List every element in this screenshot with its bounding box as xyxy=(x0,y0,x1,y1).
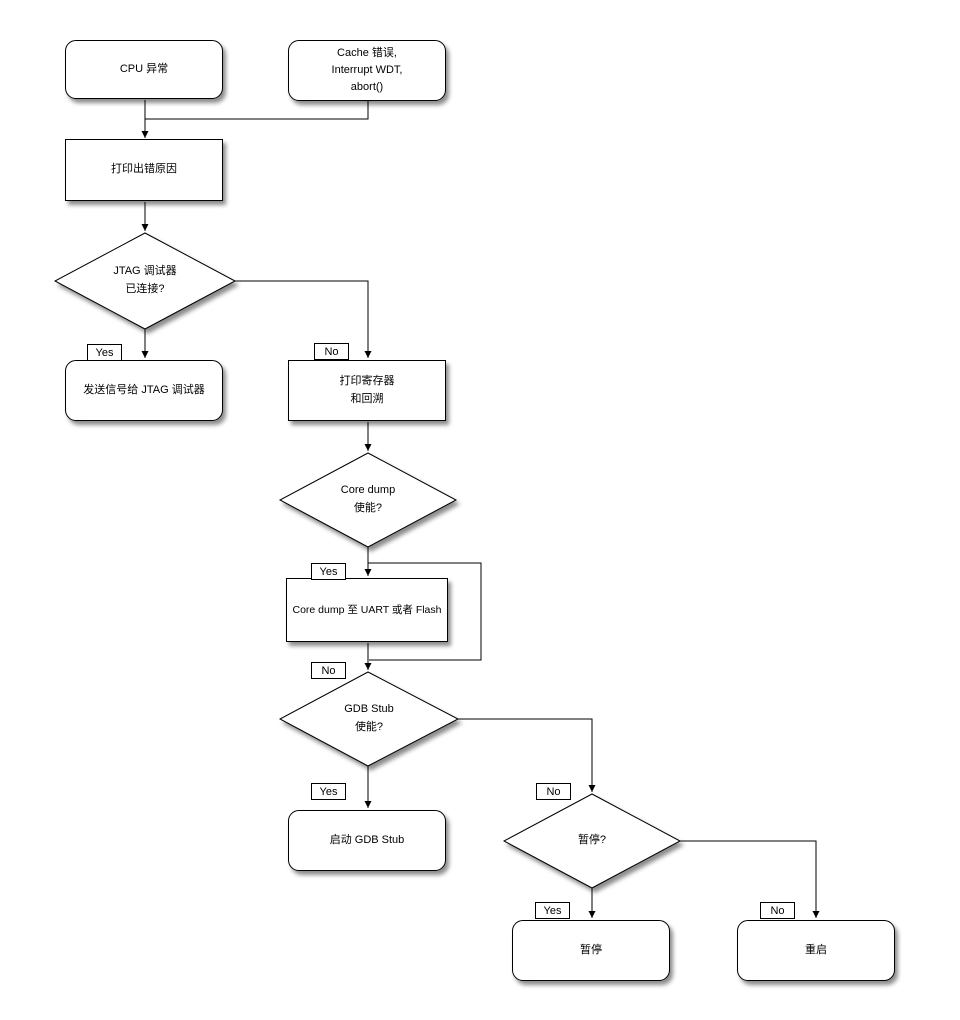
node-print-error-reason: 打印出错原因 xyxy=(65,139,223,201)
node-reboot: 重启 xyxy=(737,920,895,981)
diamond-jtag-connected xyxy=(53,232,237,330)
connector-cache-to-junction xyxy=(145,101,369,120)
connector-coredump-no-bypass xyxy=(368,562,482,661)
node-halt-label: 暂停 xyxy=(580,943,602,956)
node-print-error-reason-label: 打印出错原因 xyxy=(111,163,177,176)
edge-label-jtag-no: No xyxy=(314,343,349,360)
diamond-core-dump-enabled xyxy=(278,452,458,548)
node-send-signal-jtag-label: 发送信号给 JTAG 调试器 xyxy=(83,383,205,396)
diamond-gdb-stub-enabled xyxy=(278,671,460,767)
node-start-gdb-stub-label: 启动 GDB Stub xyxy=(329,833,405,846)
diamond-halt-question xyxy=(502,793,682,889)
edge-label-gdb-yes: Yes xyxy=(311,783,346,800)
edge-label-coredump-no: No xyxy=(311,662,346,679)
edge-label-halt-yes: Yes xyxy=(535,902,570,919)
node-cpu-exception-label: CPU 异常 xyxy=(119,62,169,75)
edge-label-jtag-yes: Yes xyxy=(87,344,122,361)
edge-label-halt-no: No xyxy=(760,902,795,919)
node-cache-error-label: Cache 错误, Interrupt WDT, abort() xyxy=(331,46,403,94)
node-reboot-label: 重启 xyxy=(805,943,827,956)
edge-label-coredump-yes: Yes xyxy=(311,563,346,580)
node-cpu-exception: CPU 异常 xyxy=(65,40,223,99)
node-core-dump-uart-flash: Core dump 至 UART 或者 Flash xyxy=(286,578,448,642)
node-halt: 暂停 xyxy=(512,920,670,981)
node-print-registers-backtrace: 打印寄存器 和回溯 xyxy=(288,360,446,421)
connector-jtag-no xyxy=(235,280,372,358)
node-send-signal-jtag: 发送信号给 JTAG 调试器 xyxy=(65,360,223,421)
node-print-registers-backtrace-label: 打印寄存器 和回溯 xyxy=(339,375,395,405)
node-cache-error: Cache 错误, Interrupt WDT, abort() xyxy=(288,40,446,101)
connector-halt-no xyxy=(680,840,820,918)
connector-gdb-no xyxy=(458,718,596,792)
node-core-dump-uart-flash-label: Core dump 至 UART 或者 Flash xyxy=(292,603,442,616)
edge-label-gdb-no: No xyxy=(536,783,571,800)
node-start-gdb-stub: 启动 GDB Stub xyxy=(288,810,446,871)
